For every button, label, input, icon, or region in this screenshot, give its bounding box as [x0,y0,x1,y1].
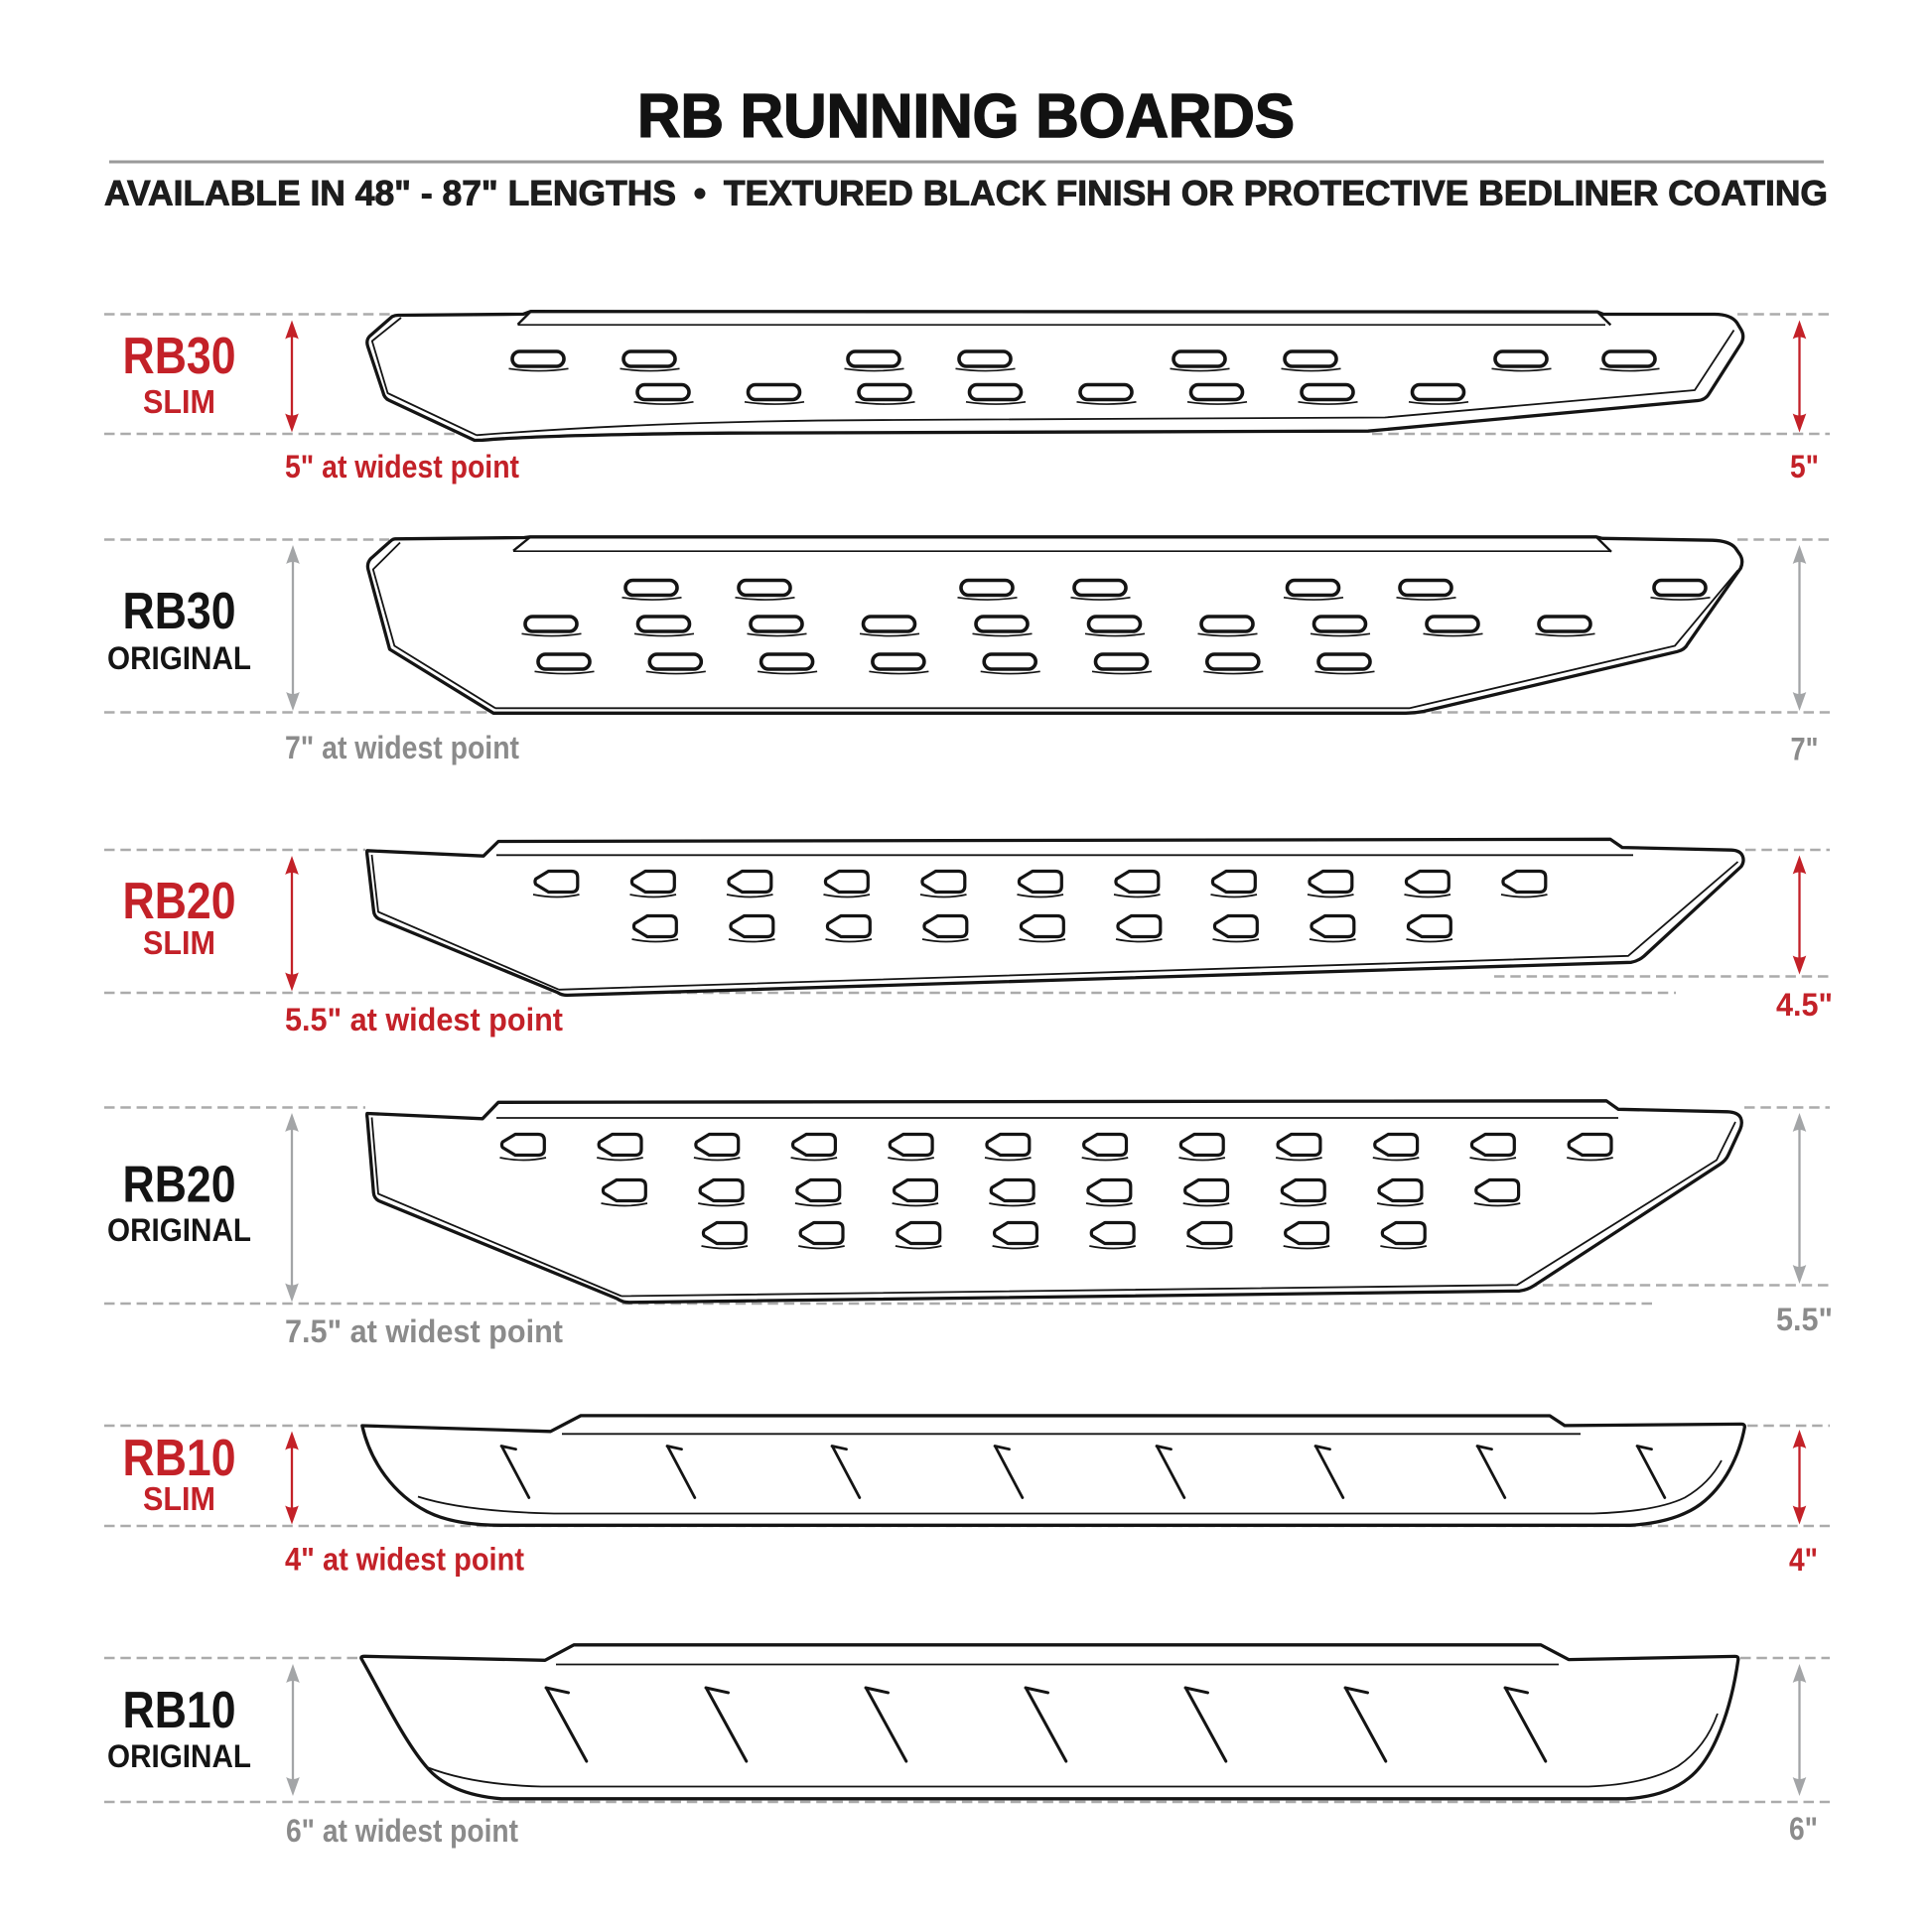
svg-text:5": 5" [1790,449,1819,484]
svg-text:4" at widest point: 4" at widest point [285,1542,524,1578]
svg-text:4": 4" [1789,1542,1818,1578]
svg-text:6" at widest point: 6" at widest point [286,1813,518,1849]
svg-text:SLIM: SLIM [143,924,215,961]
svg-text:RB30: RB30 [123,583,236,640]
svg-text:ORIGINAL: ORIGINAL [107,1212,251,1248]
svg-text:SLIM: SLIM [143,1480,215,1517]
svg-text:5" at widest point: 5" at widest point [285,449,519,484]
svg-text:AVAILABLE IN 48" - 87" LENGTHS: AVAILABLE IN 48" - 87" LENGTHS • TEXTURE… [104,175,1828,213]
svg-text:7": 7" [1791,732,1819,767]
svg-text:RB RUNNING BOARDS: RB RUNNING BOARDS [637,82,1295,151]
svg-text:5.5" at widest point: 5.5" at widest point [285,1002,563,1037]
svg-text:4.5": 4.5" [1776,987,1833,1023]
svg-text:RB20: RB20 [123,1157,236,1214]
svg-text:RB10: RB10 [123,1682,236,1739]
svg-text:6": 6" [1789,1811,1818,1847]
svg-text:ORIGINAL: ORIGINAL [107,640,251,676]
svg-text:5.5": 5.5" [1776,1302,1833,1337]
svg-text:RB30: RB30 [123,328,236,385]
svg-text:7.5" at widest point: 7.5" at widest point [285,1313,563,1349]
svg-text:RB20: RB20 [123,873,236,930]
svg-text:7" at widest point: 7" at widest point [285,730,519,765]
svg-text:SLIM: SLIM [143,383,215,420]
svg-text:RB10: RB10 [123,1430,236,1487]
svg-text:ORIGINAL: ORIGINAL [107,1738,251,1774]
